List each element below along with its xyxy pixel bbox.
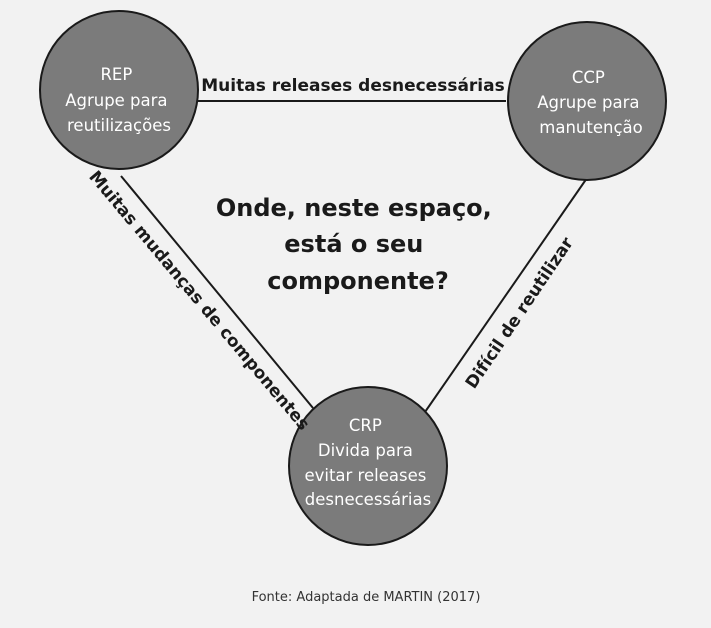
node-crp-line: desnecessárias <box>305 490 431 509</box>
center-question-line: Onde, neste espaço, <box>216 194 492 222</box>
center-question-line: está o seu <box>284 230 423 258</box>
node-crp-circle <box>288 386 448 546</box>
node-rep-line: Agrupe para <box>65 91 167 110</box>
source-note: Fonte: Adaptada de MARTIN (2017) <box>252 590 481 605</box>
edge-rep-crp <box>120 175 314 409</box>
node-rep-label: REP Agrupe para reutilizações <box>65 65 173 135</box>
center-question: Onde, neste espaço, está o seu component… <box>216 194 500 295</box>
center-question-line: componente? <box>267 267 449 295</box>
node-crp: CRP Divida para evitar releases desneces… <box>288 386 448 546</box>
node-ccp-line: manutenção <box>539 118 642 137</box>
node-ccp-line: Agrupe para <box>537 93 639 112</box>
node-rep: REP Agrupe para reutilizações <box>39 10 199 170</box>
edge-ccp-crp <box>424 177 588 413</box>
node-ccp: CCP Agrupe para manutenção <box>507 21 667 181</box>
node-ccp-line: CCP <box>572 68 605 87</box>
node-crp-line: evitar releases <box>304 466 426 485</box>
node-rep-circle <box>39 10 199 170</box>
node-crp-label: CRP Divida para evitar releases desneces… <box>304 416 431 509</box>
node-crp-line: Divida para <box>318 441 413 460</box>
node-crp-line: CRP <box>349 416 382 435</box>
node-ccp-label: CCP Agrupe para manutenção <box>537 68 645 137</box>
node-ccp-circle <box>507 21 667 181</box>
edge-label-rep-ccp: Muitas releases desnecessárias <box>201 76 504 96</box>
node-rep-line: REP <box>100 65 132 84</box>
node-rep-line: reutilizações <box>67 116 171 135</box>
edge-label-ccp-crp: Difícil de reutilizar <box>462 233 578 392</box>
